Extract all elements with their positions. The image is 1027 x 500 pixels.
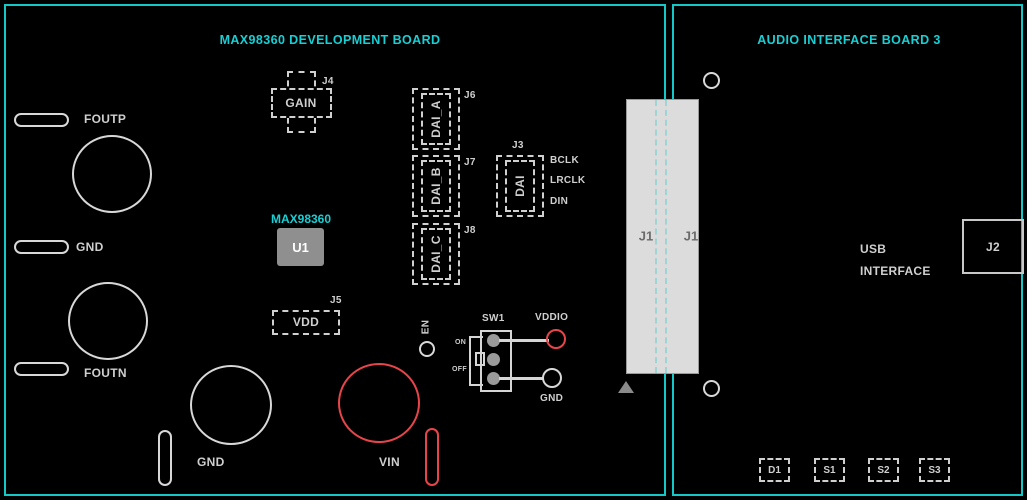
header-j6-outline: [412, 88, 460, 150]
edge-pad-vin-vertical: [425, 428, 439, 486]
switch-pin-1: [487, 334, 500, 347]
test-point-vin: [338, 363, 420, 443]
header-j3-pin-din: DIN: [550, 196, 569, 207]
test-point-foutp: [72, 135, 152, 213]
mounting-hole-bottom: [703, 380, 720, 397]
test-point-foutn: [68, 282, 148, 360]
header-j3-outline: [496, 155, 544, 217]
component-s1: S1: [814, 458, 845, 482]
connector-dash-right: [665, 100, 667, 373]
connector-dash-left: [655, 100, 657, 373]
test-point-vin-label: VIN: [379, 455, 400, 469]
header-j8-inner-outline: [421, 228, 451, 280]
switch-position-on-label: ON: [455, 339, 467, 346]
header-j3-inner-outline: [505, 160, 535, 212]
header-j4-horizontal-outline: [271, 88, 332, 118]
ic-u1: U1: [277, 228, 324, 266]
test-point-en-label: EN: [420, 319, 432, 335]
header-j4-gain-label: GAIN: [285, 96, 317, 110]
switch-sw1-label: SW1: [482, 313, 505, 324]
right-board-title: AUDIO INTERFACE BOARD 3: [757, 33, 941, 47]
header-j5-outline: [272, 310, 340, 335]
header-j3-pin-lrclk: LRCLK: [550, 175, 586, 186]
header-j7-daib-label: DAI_B: [429, 167, 443, 205]
pin-1-triangle-marker: [618, 381, 634, 393]
test-point-vddio: [546, 329, 566, 349]
header-j8-refdes: J8: [464, 225, 476, 236]
edge-pad-gnd: [14, 240, 69, 254]
edge-pad-foutn-label: FOUTN: [84, 366, 127, 380]
header-j3-dai-label: DAI: [513, 175, 527, 197]
header-j4-refdes: J4: [322, 76, 334, 87]
left-board-title: MAX98360 DEVELOPMENT BOARD: [219, 33, 441, 47]
edge-pad-foutn: [14, 362, 69, 376]
test-point-gnd-switch: [542, 368, 562, 388]
header-j8-daic-label: DAI_C: [429, 235, 443, 273]
edge-pad-gnd-vertical: [158, 430, 172, 486]
header-j5-refdes: J5: [330, 295, 342, 306]
switch-pin-3: [487, 372, 500, 385]
test-point-vddio-label: VDDIO: [535, 312, 569, 323]
board-to-board-connector-j1: [626, 99, 699, 374]
header-j3-pin-bclk: BCLK: [550, 155, 579, 166]
connector-j1-left-label: J1: [638, 228, 654, 244]
header-j7-inner-outline: [421, 160, 451, 212]
header-j6-inner-outline: [421, 93, 451, 145]
component-d1: D1: [759, 458, 790, 482]
header-j5-vdd-label: VDD: [292, 315, 320, 329]
header-j6-daia-label: DAI_A: [429, 100, 443, 138]
edge-pad-gnd-label: GND: [76, 240, 104, 254]
test-point-gnd: [190, 365, 272, 445]
header-j6-refdes: J6: [464, 90, 476, 101]
component-s2: S2: [868, 458, 899, 482]
header-j7-refdes: J7: [464, 157, 476, 168]
switch-sw1-actuator[interactable]: [469, 336, 483, 386]
test-point-en: [419, 341, 435, 357]
switch-sw1-body[interactable]: [480, 330, 512, 392]
switch-wire-vddio: [499, 339, 549, 342]
ic-part-number: MAX98360: [270, 212, 332, 226]
connector-j1-right-label: J1: [683, 228, 699, 244]
usb-jack-j2-label: J2: [986, 240, 1000, 254]
usb-jack-j2: [962, 219, 1024, 274]
component-s3: S3: [919, 458, 950, 482]
test-point-gnd-label: GND: [197, 455, 225, 469]
header-j8-outline: [412, 223, 460, 285]
mounting-hole-top: [703, 72, 720, 89]
edge-pad-foutp: [14, 113, 69, 127]
switch-sw1-actuator-mid[interactable]: [475, 352, 485, 366]
edge-pad-foutp-label: FOUTP: [84, 112, 127, 126]
switch-pin-2: [487, 353, 500, 366]
switch-wire-gnd: [499, 377, 543, 380]
test-point-gnd-switch-label: GND: [540, 393, 564, 404]
header-j7-outline: [412, 155, 460, 217]
usb-interface-label-line1: USB: [860, 242, 887, 256]
usb-interface-label-line2: INTERFACE: [860, 264, 931, 278]
header-j3-refdes: J3: [512, 140, 524, 151]
switch-position-off-label: OFF: [452, 366, 467, 373]
